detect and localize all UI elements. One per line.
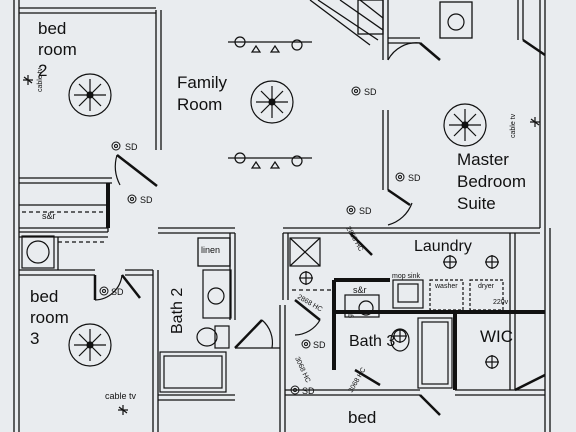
bath3-walls [106, 183, 545, 390]
bedroom3-label-2: room [30, 308, 69, 327]
gfi-label: gfi [347, 310, 354, 318]
220v-label: 220v [493, 299, 509, 306]
mop-sink-label: mop sink [392, 273, 421, 280]
linen-label: linen [201, 245, 220, 255]
sd-label: SD [140, 195, 153, 205]
laundry-label: Laundry [414, 238, 472, 255]
bottom-bed-label: bed [348, 408, 376, 427]
shelf-rod-label: s&r [42, 211, 56, 221]
bedroom2-label-3: 2 [38, 61, 47, 80]
cable-tv-label: cable tv [510, 113, 517, 138]
sd-label: SD [364, 87, 377, 97]
walls [13, 0, 551, 432]
sd-label: SD [125, 142, 138, 152]
sd-label: SD [313, 340, 326, 350]
ceiling-fan-icon [68, 73, 487, 367]
bedroom2-label-2: room [38, 40, 77, 59]
smoke-detector-icon [99, 86, 405, 395]
master-label-2: Bedroom [457, 172, 526, 191]
sd-label: SD [408, 173, 421, 183]
master-label-1: Master [457, 150, 509, 169]
wic-label: WIC [480, 327, 513, 346]
family-room-label-2: Room [177, 95, 222, 114]
sd-label: SD [359, 206, 372, 216]
bedroom3-label-3: 3 [30, 329, 39, 348]
cable-tv-icon [23, 75, 540, 415]
bedroom3-label-1: bed [30, 287, 58, 306]
sd-label: SD [302, 386, 315, 396]
sd-label: SD [111, 287, 124, 297]
fixtures [21, 13, 504, 393]
dryer-label: dryer [478, 283, 495, 290]
family-room-label-1: Family [177, 73, 228, 92]
master-label-3: Suite [457, 194, 496, 213]
track-light-icon [228, 36, 312, 169]
bath3-label: Bath 3 [349, 333, 395, 350]
shelf-rod-label: s&r [353, 285, 367, 295]
cable-tv-label: cable tv [37, 67, 44, 92]
doors [93, 38, 546, 416]
washer-label: washer [434, 283, 458, 290]
bedroom2-label-1: bed [38, 19, 66, 38]
bath2-label: Bath 2 [169, 288, 186, 334]
light-fixture-icon [299, 255, 499, 369]
cable-tv-label: cable tv [105, 391, 137, 401]
